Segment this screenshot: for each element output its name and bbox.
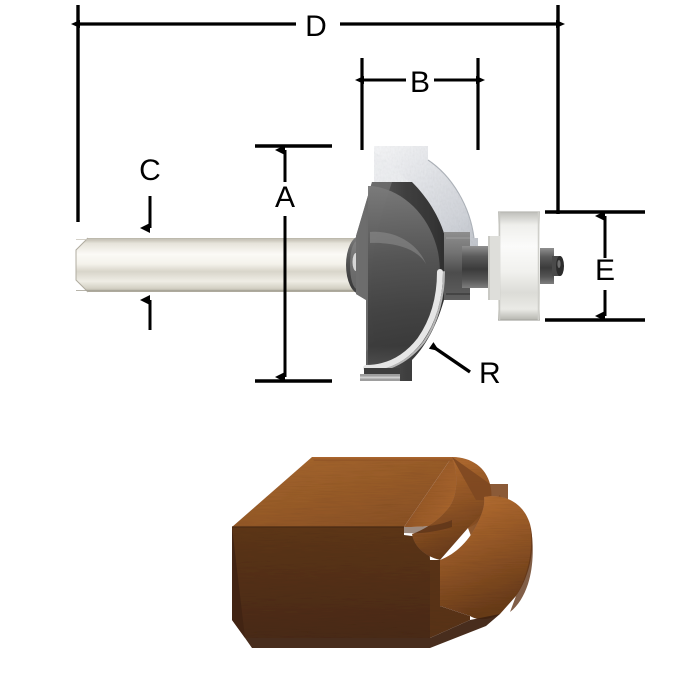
shank: [75, 237, 356, 293]
dimension-B: B: [355, 58, 485, 150]
dimension-label-B: B: [410, 66, 430, 99]
bearing-retaining-screw: [488, 236, 500, 300]
dimension-A: A: [255, 144, 332, 383]
wood-profile-return: [430, 560, 470, 638]
wood-top-face: [232, 457, 452, 527]
dimension-label-E: E: [595, 254, 615, 287]
wood-bead-lower: [440, 496, 533, 620]
wood-top-back-edge: [312, 457, 452, 461]
dimension-D: D: [71, 5, 565, 222]
dimension-E: E: [545, 210, 645, 322]
wood-profile-sample: [232, 457, 533, 648]
cutter-head-body: [356, 182, 498, 381]
dimension-label-A: A: [275, 181, 295, 214]
dimension-label-D: D: [305, 10, 327, 43]
router-bit-assembly: [75, 146, 564, 381]
wood-bottom-edge: [245, 614, 500, 648]
dimension-R-leader: [428, 342, 471, 374]
pilot-bearing: [498, 211, 564, 321]
wood-front-face: [232, 527, 430, 638]
wood-step-shelf: [452, 457, 508, 500]
dimension-A-label-backdrop: [268, 182, 302, 216]
dimension-label-C: C: [139, 154, 161, 187]
dimension-C: C: [139, 154, 161, 330]
dimension-label-R: R: [479, 357, 501, 390]
dimension-R: R: [428, 342, 501, 390]
